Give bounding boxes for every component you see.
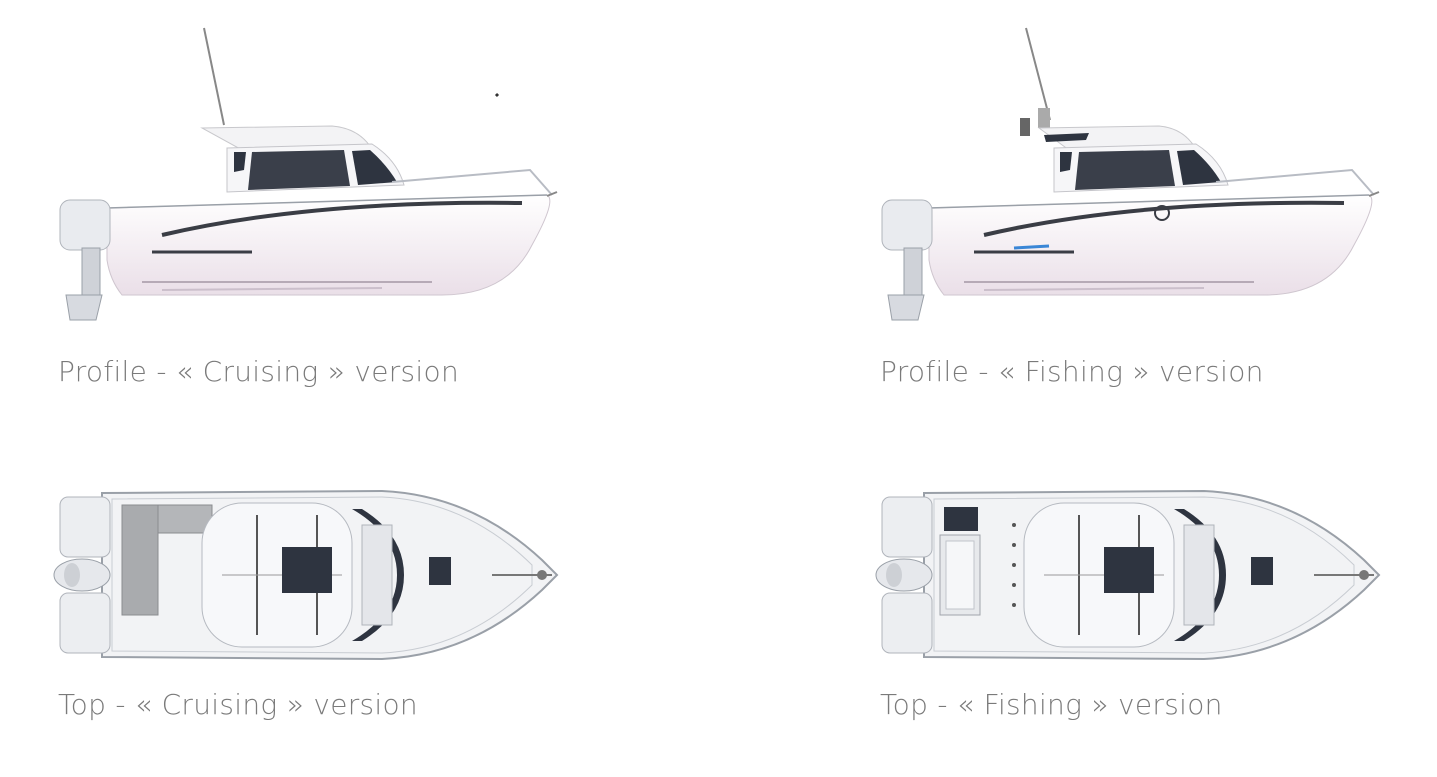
boat-top-cruising-icon — [52, 485, 572, 665]
caption-top-cruising: Top - « Cruising » version — [58, 688, 418, 721]
caption-profile-cruising: Profile - « Cruising » version — [58, 355, 459, 388]
caption-top-fishing: Top - « Fishing » version — [880, 688, 1223, 721]
caption-profile-fishing: Profile - « Fishing » version — [880, 355, 1264, 388]
boat-profile-cruising-icon — [52, 20, 572, 330]
boat-profile-fishing-icon — [874, 20, 1394, 330]
boat-top-fishing-icon — [874, 485, 1394, 665]
